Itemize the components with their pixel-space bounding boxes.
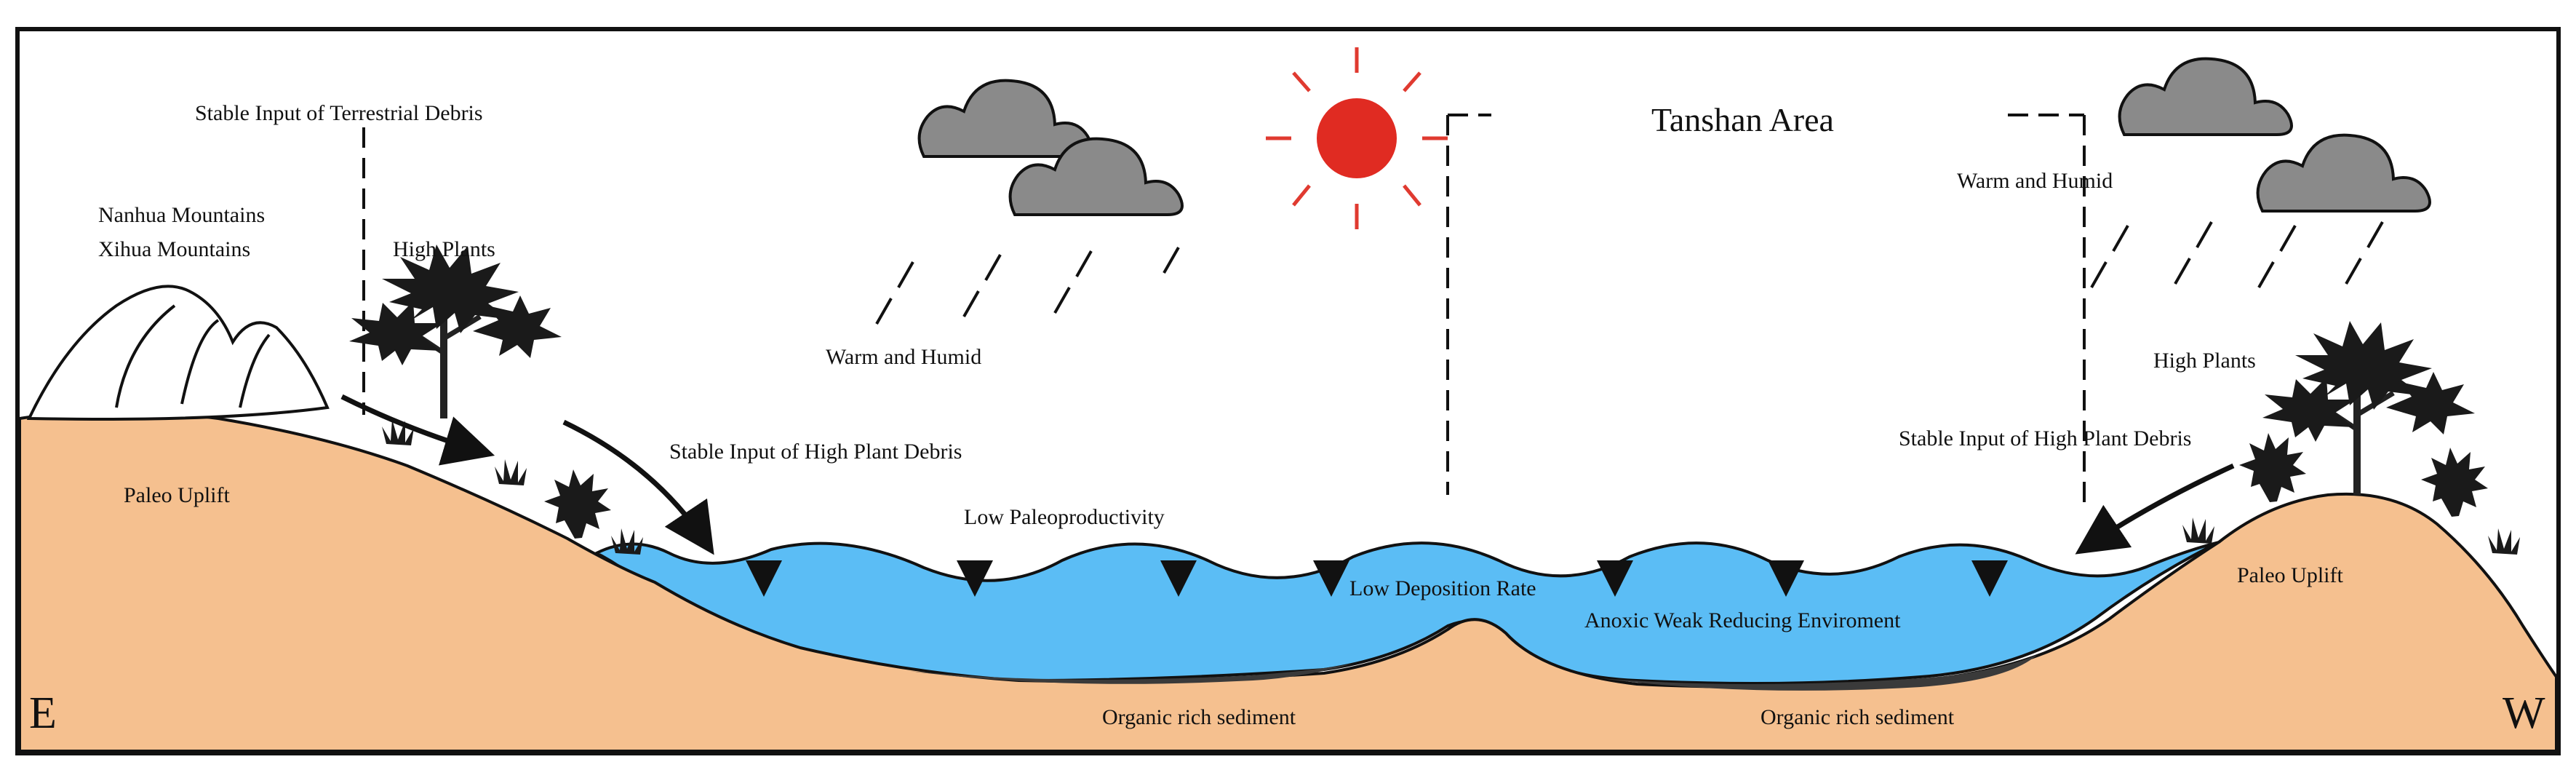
plant-debris-right-label: Stable Input of High Plant Debris bbox=[1899, 426, 2191, 450]
anoxic-label: Anoxic Weak Reducing Enviroment bbox=[1584, 608, 1901, 632]
rain-left bbox=[875, 247, 1180, 325]
organic-left-label: Organic rich sediment bbox=[1102, 705, 1296, 729]
sun-icon bbox=[1266, 47, 1448, 229]
water-body bbox=[593, 541, 2220, 685]
leader-lines bbox=[362, 114, 2086, 502]
high-plants-right-label: High Plants bbox=[2153, 349, 2256, 373]
warm-humid-left-label: Warm and Humid bbox=[826, 345, 981, 369]
land-terrain bbox=[18, 410, 2558, 753]
organic-right-label: Organic rich sediment bbox=[1760, 705, 1955, 729]
west-label: W bbox=[2503, 688, 2545, 738]
paleo-uplift-left-label: Paleo Uplift bbox=[124, 483, 230, 507]
low-deposition-label: Low Deposition Rate bbox=[1349, 576, 1536, 600]
paleo-uplift-right-label: Paleo Uplift bbox=[2237, 563, 2343, 587]
arrow-icon bbox=[340, 394, 2235, 555]
organic-sediment-left-layer bbox=[909, 664, 1353, 684]
rain-right bbox=[2090, 221, 2384, 288]
east-label: E bbox=[29, 688, 57, 738]
mountains-label-2: Xihua Mountains bbox=[98, 237, 250, 261]
mountain-icon bbox=[26, 285, 330, 421]
terrestrial-input-label: Stable Input of Terrestrial Debris bbox=[195, 101, 483, 125]
organic-sediment-right-layer bbox=[1600, 655, 2037, 691]
settling-arrows bbox=[746, 560, 2008, 597]
mountains-label-1: Nanhua Mountains bbox=[98, 203, 265, 227]
plant-debris-left-label: Stable Input of High Plant Debris bbox=[669, 440, 962, 464]
high-plants-left-label: High Plants bbox=[393, 237, 495, 261]
low-paleoproductivity-label: Low Paleoproductivity bbox=[964, 505, 1165, 529]
warm-humid-right-label: Warm and Humid bbox=[1957, 169, 2113, 193]
page-title: Tanshan Area bbox=[1651, 101, 1834, 138]
